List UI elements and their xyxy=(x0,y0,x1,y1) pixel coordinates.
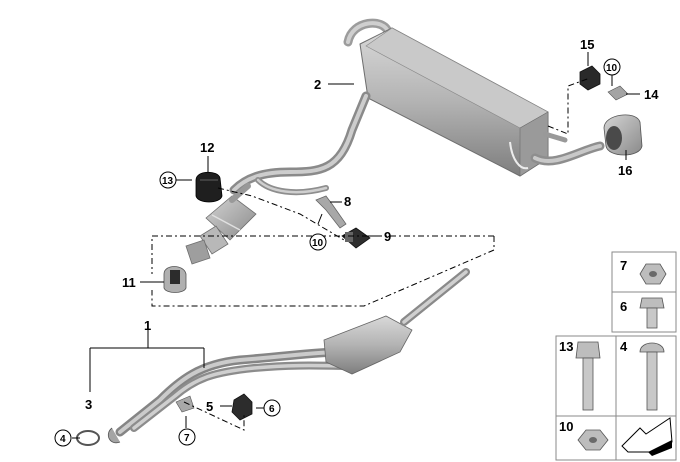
leader-lines xyxy=(72,52,640,439)
center-pipe xyxy=(229,91,371,196)
callout-7: 7 xyxy=(184,433,190,444)
callout-16: 16 xyxy=(618,163,632,178)
callout-ring-10a xyxy=(309,233,327,251)
part-number-4: 4 xyxy=(620,339,628,354)
part-number-13: 13 xyxy=(559,339,573,354)
clamp-band xyxy=(76,430,100,446)
hanger-bracket xyxy=(315,195,347,229)
pipe-clamp xyxy=(163,266,187,293)
callout-ring-6 xyxy=(263,399,281,417)
rear-mount-parts xyxy=(579,65,643,156)
flange-nut-icon xyxy=(639,263,667,285)
callout-10b: 10 xyxy=(606,63,618,74)
rubber-buffer xyxy=(195,171,223,203)
long-bolt-icon xyxy=(575,341,601,411)
callout-12: 12 xyxy=(200,140,214,155)
hex-bolt-icon xyxy=(639,297,665,329)
front-hanger xyxy=(175,393,253,421)
front-section xyxy=(107,268,470,444)
callout-3: 3 xyxy=(85,397,92,412)
callout-13: 13 xyxy=(162,176,174,187)
round-bolt-icon xyxy=(639,342,665,411)
callout-11: 11 xyxy=(122,275,136,290)
callout-2: 2 xyxy=(314,77,321,92)
rear-tailpipe xyxy=(530,131,605,166)
nut-icon xyxy=(577,429,609,451)
callout-4: 4 xyxy=(60,434,66,445)
part-number-6: 6 xyxy=(620,299,627,314)
callout-ring-13 xyxy=(159,171,177,189)
callout-1: 1 xyxy=(144,318,151,333)
parts-table: 7 6 13 4 10 xyxy=(555,251,677,461)
callout-ring-7 xyxy=(178,428,196,446)
rear-muffler xyxy=(343,18,549,177)
direction-arrow-icon xyxy=(621,417,673,456)
callout-9: 9 xyxy=(384,229,391,244)
callout-ring-10b xyxy=(603,58,621,76)
callout-5: 5 xyxy=(206,399,213,414)
callout-8: 8 xyxy=(344,194,351,209)
callout-10a: 10 xyxy=(312,238,324,249)
part-number-7: 7 xyxy=(620,258,627,273)
callout-14: 14 xyxy=(644,87,659,102)
callout-ring-4 xyxy=(54,429,72,447)
part-number-10: 10 xyxy=(559,419,573,434)
rubber-mount xyxy=(341,227,371,249)
callout-6: 6 xyxy=(269,404,275,415)
callout-15: 15 xyxy=(580,37,594,52)
catalytic-converter xyxy=(185,183,257,265)
